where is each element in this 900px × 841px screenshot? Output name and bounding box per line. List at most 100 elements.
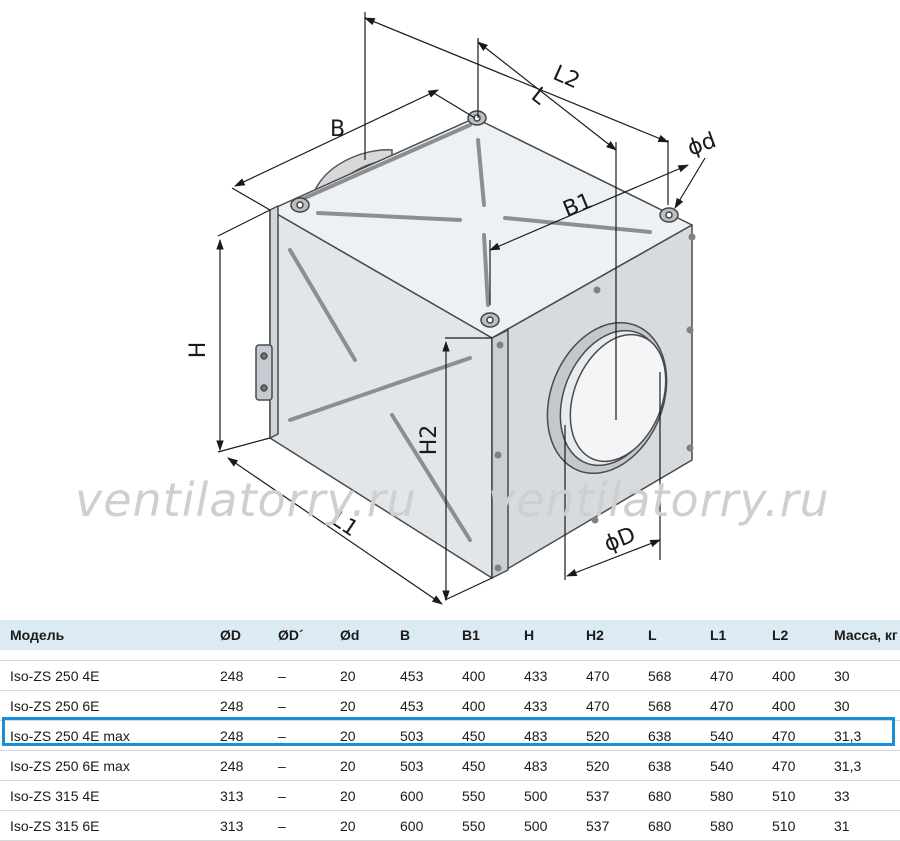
col-header: L — [638, 620, 700, 650]
cell: 470 — [762, 720, 824, 751]
dim-label-d: ϕd — [684, 128, 719, 161]
cell: 500 — [514, 780, 576, 811]
dim-label-h2: H2 — [417, 425, 442, 456]
watermark-right: ventilatorry.ru — [488, 473, 830, 527]
col-header: H — [514, 620, 576, 650]
cell: 568 — [638, 660, 700, 691]
dim-label-h: H — [186, 342, 211, 359]
col-header: ØD´ — [268, 620, 330, 650]
cell-model: Iso-ZS 250 6E — [0, 690, 210, 721]
cell: 638 — [638, 750, 700, 781]
cell: 550 — [452, 810, 514, 841]
cell: 248 — [210, 690, 268, 721]
cell: 500 — [514, 810, 576, 841]
cell: 537 — [576, 780, 638, 811]
dim-label-b: B — [330, 117, 345, 142]
table-spacer — [0, 650, 900, 661]
dim-label-phi-d: ϕD — [601, 523, 640, 558]
cell: 400 — [762, 660, 824, 691]
cell: 580 — [700, 780, 762, 811]
cell: 31 — [824, 810, 900, 841]
cell: 483 — [514, 750, 576, 781]
cell: 400 — [452, 690, 514, 721]
right-face-bolts — [494, 233, 696, 572]
cell: 313 — [210, 810, 268, 841]
cell: 470 — [576, 660, 638, 691]
cell: 600 — [390, 780, 452, 811]
cell: 433 — [514, 660, 576, 691]
cell: 453 — [390, 660, 452, 691]
col-header: B — [390, 620, 452, 650]
cell: 313 — [210, 780, 268, 811]
cell: – — [268, 810, 330, 841]
col-header: Модель — [0, 620, 210, 650]
cell: 638 — [638, 720, 700, 751]
cell: – — [268, 720, 330, 751]
cell: 400 — [762, 690, 824, 721]
cell: 248 — [210, 660, 268, 691]
cell-model: Iso-ZS 250 6E max — [0, 750, 210, 781]
cell-model: Iso-ZS 315 4E — [0, 780, 210, 811]
cell: 568 — [638, 690, 700, 721]
col-header: L1 — [700, 620, 762, 650]
cell: 520 — [576, 750, 638, 781]
cell: 503 — [390, 750, 452, 781]
cell: 20 — [330, 660, 390, 691]
cell: 537 — [576, 810, 638, 841]
cell: – — [268, 690, 330, 721]
cell: 20 — [330, 810, 390, 841]
cell: 503 — [390, 720, 452, 751]
cell: 680 — [638, 810, 700, 841]
table-row-highlighted: Iso-ZS 250 4E max 248 – 20 503 450 483 5… — [0, 720, 900, 751]
cell: 580 — [700, 810, 762, 841]
cell: 550 — [452, 780, 514, 811]
cell: 20 — [330, 690, 390, 721]
dimension-lines — [216, 12, 706, 605]
table-row: Iso-ZS 250 6E max 248 – 20 503 450 483 5… — [0, 750, 900, 781]
table-header-row: Модель ØD ØD´ Ød B B1 H H2 L L1 L2 Масса… — [0, 620, 900, 650]
cell: 680 — [638, 780, 700, 811]
cell: 450 — [452, 750, 514, 781]
cell: 248 — [210, 720, 268, 751]
cell: 470 — [576, 690, 638, 721]
cell: 600 — [390, 810, 452, 841]
cell: 540 — [700, 720, 762, 751]
cell: – — [268, 750, 330, 781]
cell: 31,3 — [824, 750, 900, 781]
table-row: Iso-ZS 315 6E 313 – 20 600 550 500 537 6… — [0, 810, 900, 841]
col-header: H2 — [576, 620, 638, 650]
cell: – — [268, 660, 330, 691]
col-header: Масса, кг — [824, 620, 900, 650]
cell: 470 — [700, 660, 762, 691]
cell: 31,3 — [824, 720, 900, 751]
side-handle — [255, 344, 273, 401]
cell: 30 — [824, 660, 900, 691]
technical-drawing: B L2 L ϕd B1 H H2 L1 ϕD ventilatorry.ru … — [75, 12, 830, 605]
cell: 470 — [762, 750, 824, 781]
cell: 433 — [514, 690, 576, 721]
outlet-collar — [546, 321, 668, 475]
cell: 510 — [762, 780, 824, 811]
cell: 483 — [514, 720, 576, 751]
col-header: L2 — [762, 620, 824, 650]
cell-model: Iso-ZS 250 4E — [0, 660, 210, 691]
cell: 453 — [390, 690, 452, 721]
cell: 33 — [824, 780, 900, 811]
cell: 30 — [824, 690, 900, 721]
cell: – — [268, 780, 330, 811]
table-row: Iso-ZS 250 6E 248 – 20 453 400 433 470 5… — [0, 690, 900, 721]
cell: 20 — [330, 720, 390, 751]
cell: 450 — [452, 720, 514, 751]
table-row: Iso-ZS 250 4E 248 – 20 453 400 433 470 5… — [0, 660, 900, 691]
cell: 248 — [210, 750, 268, 781]
cell-model: Iso-ZS 250 4E max — [0, 720, 210, 751]
cell-model: Iso-ZS 315 6E — [0, 810, 210, 841]
cell: 400 — [452, 660, 514, 691]
cell: 20 — [330, 780, 390, 811]
cell: 520 — [576, 720, 638, 751]
table-row: Iso-ZS 315 4E 313 – 20 600 550 500 537 6… — [0, 780, 900, 811]
cell: 510 — [762, 810, 824, 841]
specification-table: Модель ØD ØD´ Ød B B1 H H2 L L1 L2 Масса… — [0, 620, 900, 841]
col-header: B1 — [452, 620, 514, 650]
cell: 470 — [700, 690, 762, 721]
